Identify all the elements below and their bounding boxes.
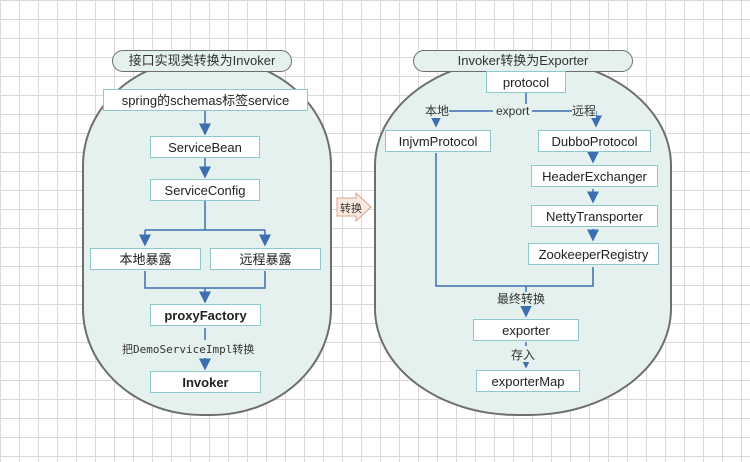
label-local: 本地 <box>425 104 450 118</box>
node-service-config: ServiceConfig <box>150 179 260 201</box>
node-injvm-protocol: InjvmProtocol <box>385 130 491 152</box>
left-panel-title: 接口实现类转换为Invoker <box>112 50 292 72</box>
node-proxy-factory: proxyFactory <box>150 304 261 326</box>
label-remote: 远程 <box>572 104 597 118</box>
node-zookeeper-registry: ZookeeperRegistry <box>528 243 659 265</box>
node-invoker: Invoker <box>150 371 261 393</box>
node-exporter-map: exporterMap <box>476 370 580 392</box>
transition-arrow <box>336 192 372 222</box>
node-netty-transporter: NettyTransporter <box>531 205 658 227</box>
node-remote-expose: 远程暴露 <box>210 248 321 270</box>
node-dubbo-protocol: DubboProtocol <box>538 130 651 152</box>
label-final-convert: 最终转换 <box>497 292 546 306</box>
node-exporter: exporter <box>473 319 579 341</box>
label-store: 存入 <box>511 348 536 362</box>
node-protocol: protocol <box>486 71 566 93</box>
node-header-exchanger: HeaderExchanger <box>531 165 658 187</box>
node-spring-schema: spring的schemas标签service <box>103 89 308 111</box>
node-local-expose: 本地暴露 <box>90 248 201 270</box>
node-service-bean: ServiceBean <box>150 136 260 158</box>
transition-label: 转换 <box>340 203 362 215</box>
right-panel-title: Invoker转换为Exporter <box>413 50 633 72</box>
label-export: export <box>493 104 533 118</box>
edge-label-convert: 把DemoServiceImpl转换 <box>122 343 255 357</box>
